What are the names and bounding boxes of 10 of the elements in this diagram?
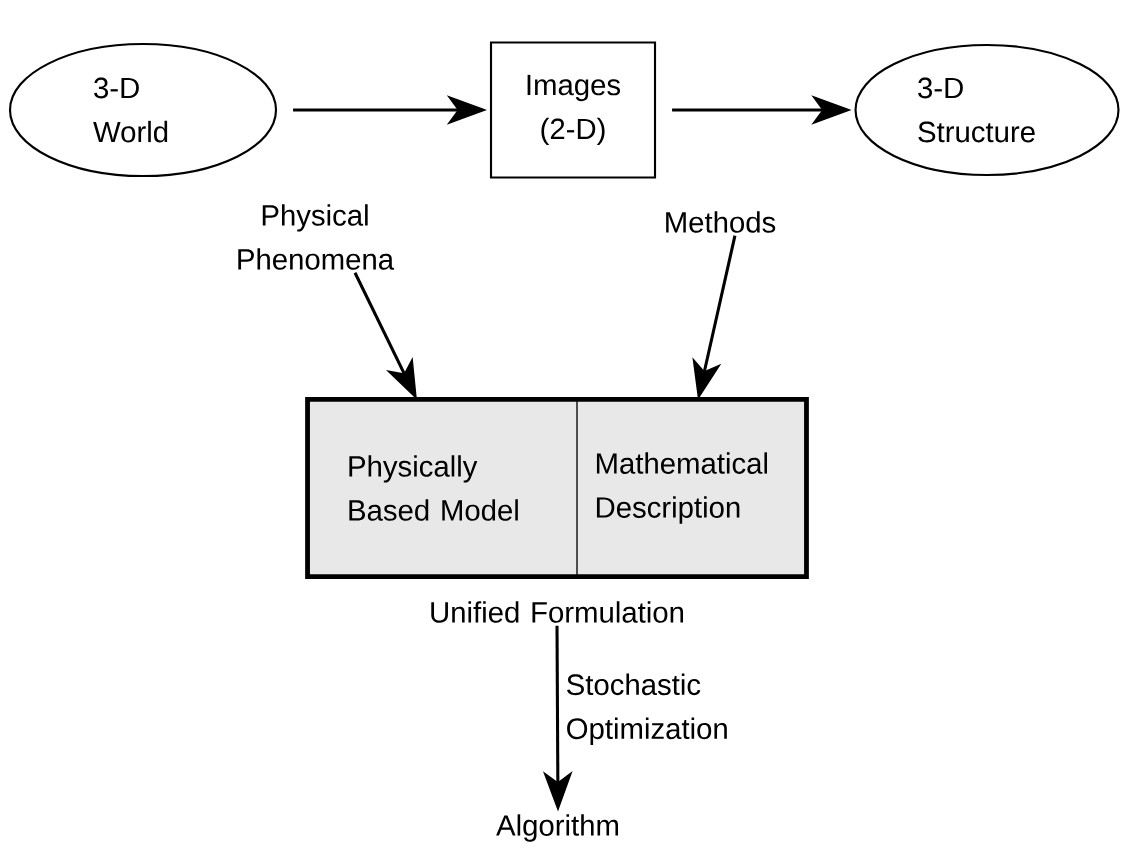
ellipse-node: 3-D Structure	[854, 43, 1120, 177]
process-box: Images (2-D)	[489, 41, 657, 179]
text-label: Algorithm	[496, 814, 618, 842]
node-label: Unified Formulation	[431, 601, 684, 623]
text-label: Methods	[666, 211, 776, 233]
box-section: Physically Based Model	[349, 455, 518, 521]
box-section: Mathematical Description	[596, 452, 767, 524]
text-label: Physical Phenomena	[238, 204, 395, 270]
edge-label: Stochastic Optimization	[567, 673, 727, 745]
ellipse-node: 3-D World	[8, 42, 278, 178]
